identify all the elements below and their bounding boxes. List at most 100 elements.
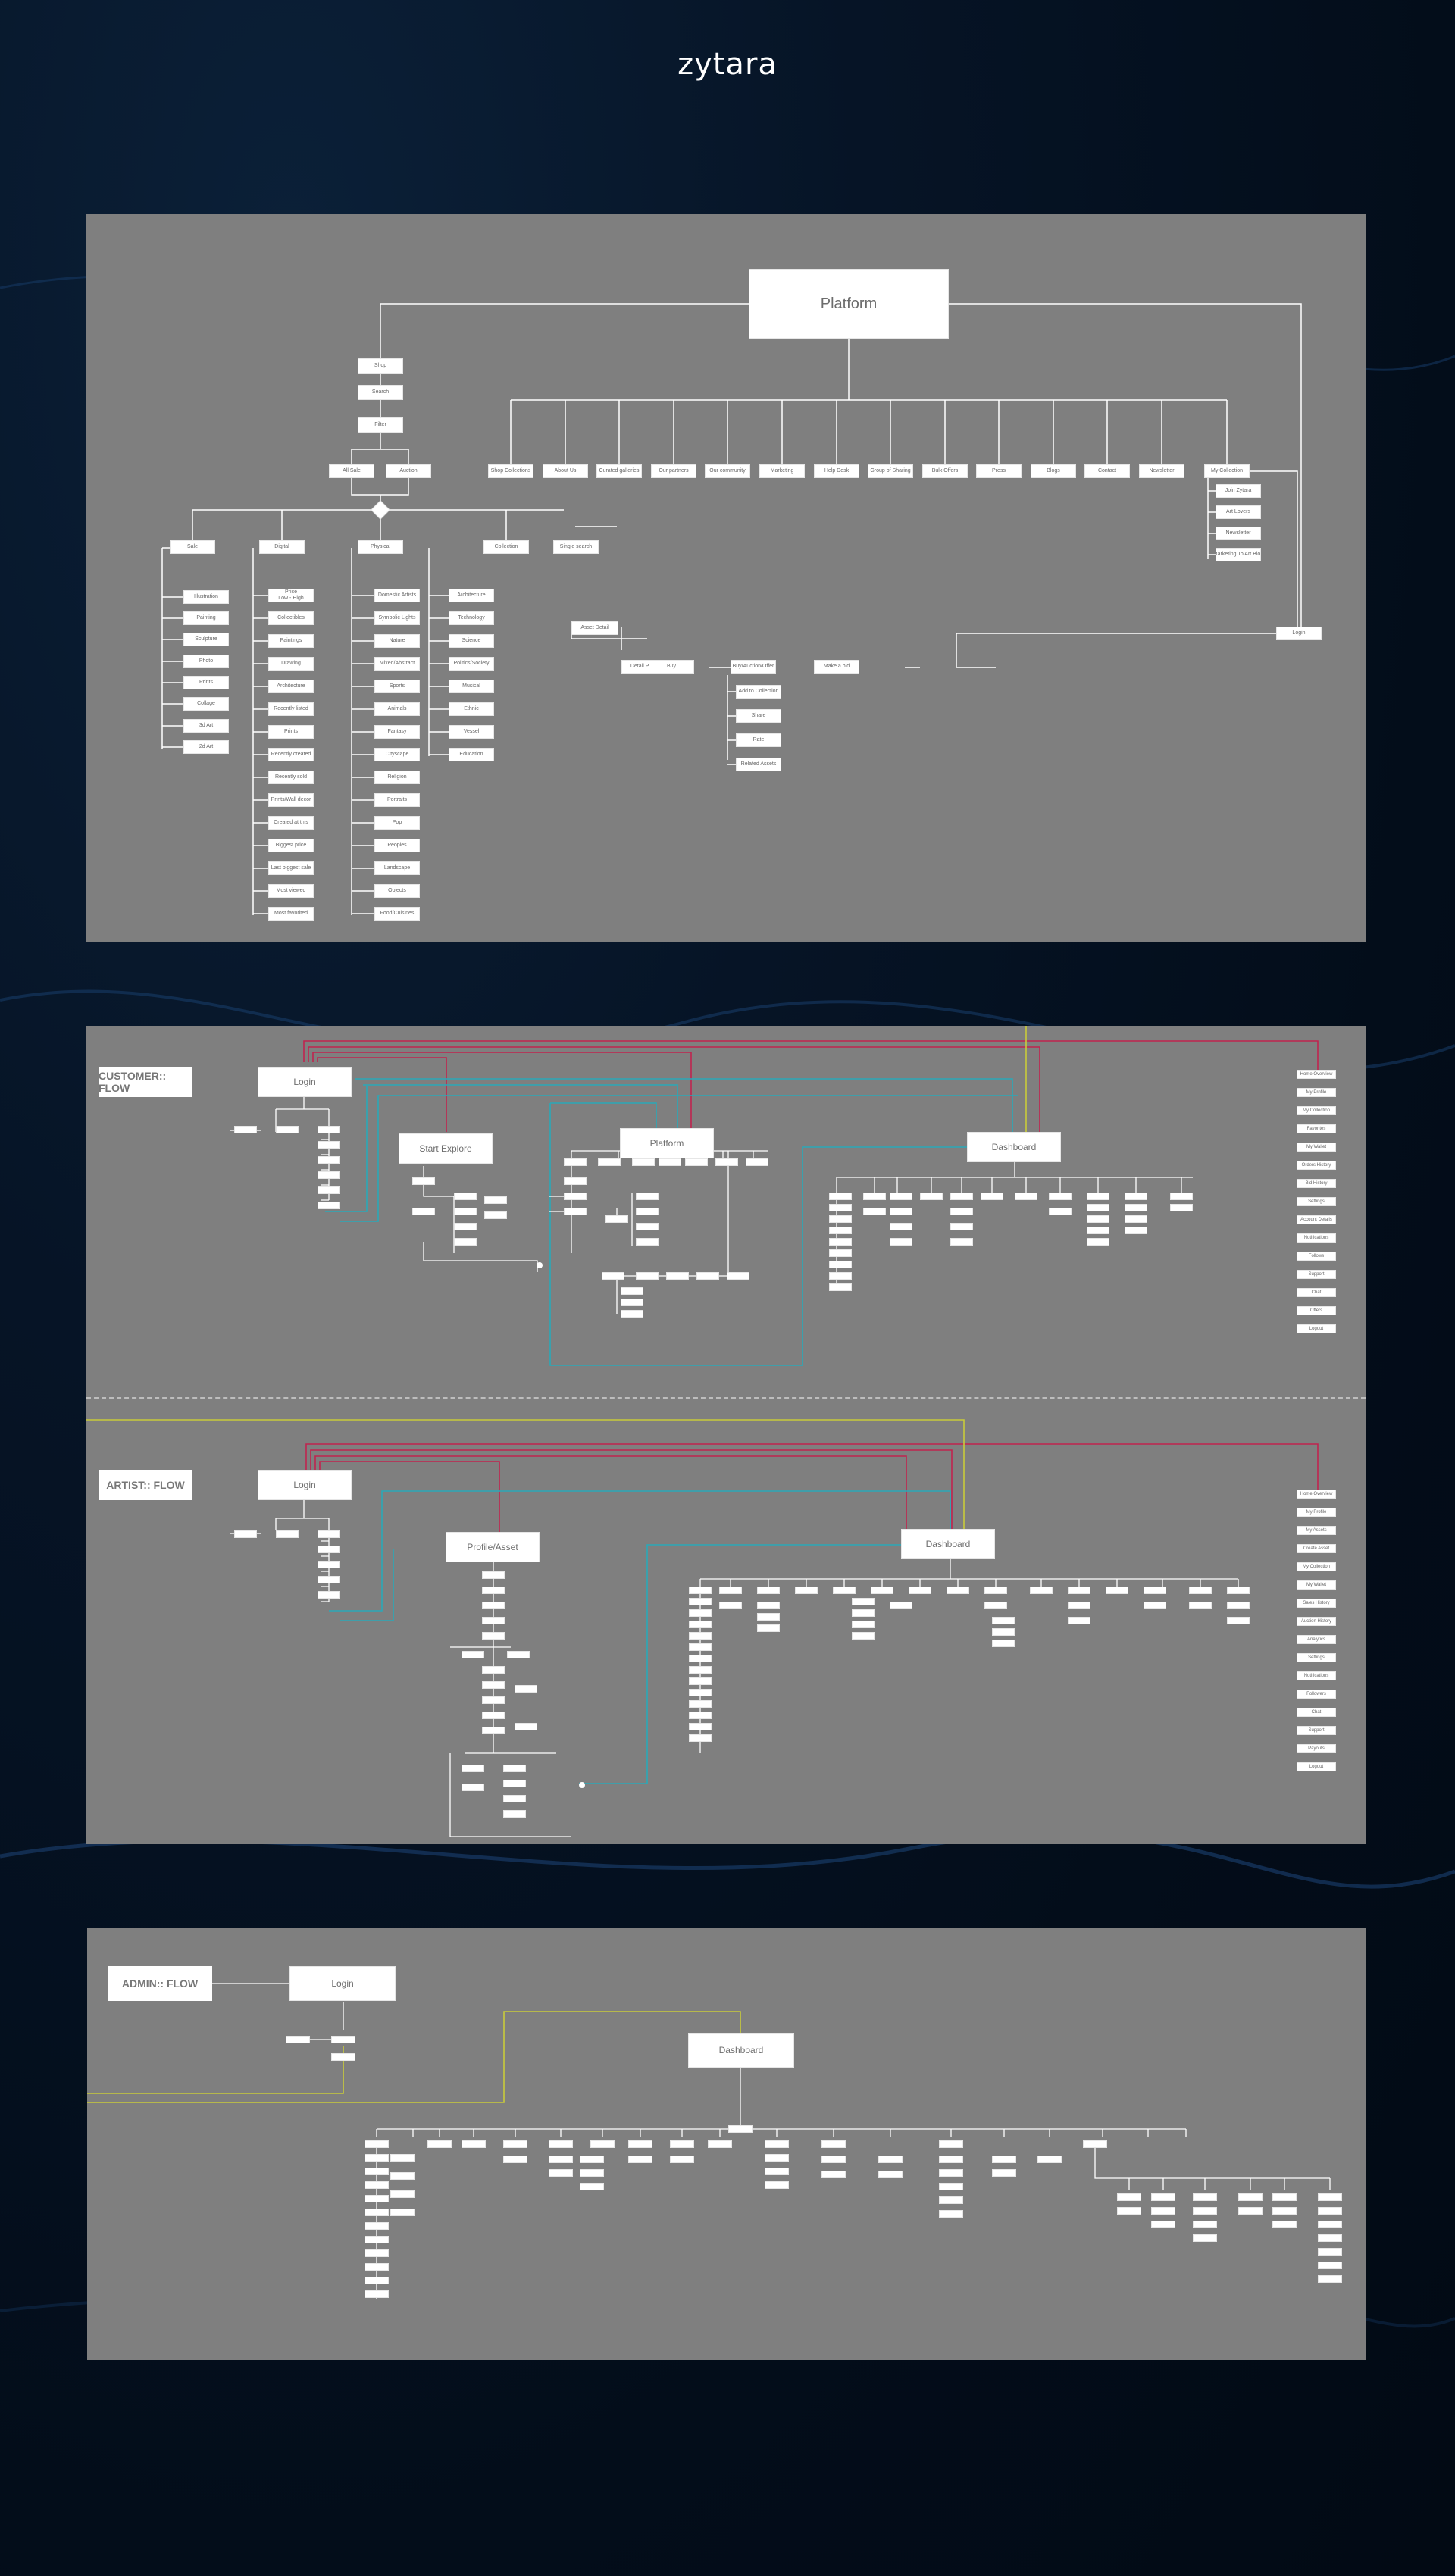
artist-side-item: Analytics [1297,1635,1336,1644]
artist-profile-asset-node: Profile/Asset [446,1532,540,1562]
dashboard-sub [829,1238,852,1246]
artist-side-item: Create Asset [1297,1544,1336,1553]
filter-auction-node: Auction [386,464,431,478]
admin-flow-panel: ADMIN:: FLOW Login Dashboard [87,1928,1366,2360]
detail-sub-node: Add to Collection [736,685,781,699]
brand-logo: zytara [677,47,778,82]
physical-item: Fantasy [374,725,420,739]
platform-sub [636,1208,659,1215]
digital-item: Drawing [268,657,314,671]
detail-sub-node: Share [736,709,781,723]
platform-sub [632,1158,655,1166]
admin-sub [939,2156,963,2163]
explore-sub [412,1177,435,1185]
customer-side-item: Settings [1297,1197,1336,1206]
admin-sub [878,2156,903,2163]
admin-sub [1238,2207,1263,2215]
dashboard-sub [829,1204,852,1211]
blog-list-item: My Collection [1204,464,1250,478]
artist-dashboard-sub [1068,1617,1090,1624]
dashboard-sub [1125,1215,1147,1223]
admin-dashboard-hub [728,2125,753,2133]
artist-dashboard-sub [719,1602,742,1609]
artist-dashboard-sub [852,1632,875,1640]
top-link: About Us [543,464,588,478]
admin-dashboard-node: Dashboard [688,2033,794,2068]
artist-side-item: Home Overview [1297,1490,1336,1499]
artist-dashboard-sub [689,1598,712,1605]
artist-side-item: Settings [1297,1653,1336,1662]
profile-sub [482,1602,505,1609]
physical-item: Food/Cuisines [374,907,420,921]
filter-all-sale-node: All Sale [329,464,374,478]
profile-sub [462,1765,484,1772]
artist-dashboard-sub [890,1602,912,1609]
customer-side-item: Home Overview [1297,1070,1336,1079]
admin-sub [765,2181,789,2189]
customer-platform-node: Platform [620,1128,714,1158]
artist-dashboard-sub [689,1609,712,1617]
dashboard-sub [1087,1227,1109,1234]
artist-dashboard-sub [689,1643,712,1651]
artist-dashboard-sub [689,1723,712,1730]
admin-sub [365,2236,389,2243]
dashboard-sub [1049,1193,1072,1200]
admin-sub [365,2154,389,2162]
admin-sub [1193,2193,1217,2201]
profile-sub [482,1727,505,1734]
artist-dashboard-sub [992,1617,1015,1624]
artist-side-item: My Collection [1297,1562,1336,1571]
dashboard-sub [1087,1193,1109,1200]
artist-dashboard-sub [1068,1587,1090,1594]
dashboard-sub [890,1208,912,1215]
physical-item: Portraits [374,793,420,807]
admin-sub [821,2140,846,2148]
admin-sub [580,2169,604,2177]
admin-sub [992,2169,1016,2177]
admin-sub [1318,2193,1342,2201]
admin-flow-connectors [87,1983,1331,2299]
customer-side-item: Support [1297,1270,1336,1279]
explore-sub [412,1208,435,1215]
blog-list-item: Marketing To Art Blog [1216,548,1261,561]
platform-login-node: Login [1276,627,1322,640]
customer-start-explore-node: Start Explore [399,1133,493,1164]
category-digital: Digital [259,540,305,554]
admin-sub [365,2140,389,2148]
artist-dashboard-sub [689,1621,712,1628]
platform-sitemap-panel: Platform Shop Search Filter All Sale Auc… [86,214,1366,942]
artist-dashboard-sub [947,1587,969,1594]
admin-sub [462,2140,486,2148]
admin-sub [1083,2140,1107,2148]
physical-item: Mixed/Abstract [374,657,420,671]
profile-sub [507,1651,530,1658]
admin-sub [549,2169,573,2177]
shop-node: Shop [358,358,403,374]
customer-login-sub [276,1126,299,1133]
artist-dashboard-sub [689,1712,712,1719]
artist-dashboard-sub [689,1655,712,1662]
explore-sub [454,1223,477,1230]
admin-sub [992,2156,1016,2163]
admin-sub [1318,2262,1342,2269]
profile-sub [503,1795,526,1802]
artist-dashboard-sub [1189,1602,1212,1609]
explore-sub [484,1211,507,1219]
dashboard-sub [829,1272,852,1280]
artist-dashboard-sub [689,1587,712,1594]
profile-sub [462,1784,484,1791]
admin-sub [365,2181,389,2189]
admin-sub [939,2210,963,2218]
admin-sub [939,2183,963,2190]
user-flows-panel: CUSTOMER:: FLOW Login Start Explore Plat… [86,1026,1366,1844]
customer-side-item: Logout [1297,1324,1336,1333]
artist-login-sub [234,1530,257,1538]
artist-side-item: Chat [1297,1708,1336,1717]
physical-extra-item: Education [449,748,494,761]
artist-dashboard-sub [1144,1602,1166,1609]
platform-sub [659,1158,681,1166]
physical-extra-item: Science [449,634,494,648]
explore-sub [454,1208,477,1215]
profile-sub [515,1723,537,1730]
platform-sub [621,1287,643,1295]
